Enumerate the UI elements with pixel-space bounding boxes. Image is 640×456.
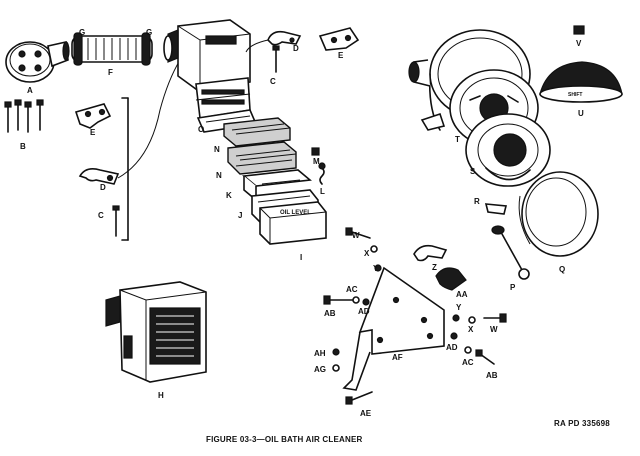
label-af: AF [392, 353, 403, 362]
label-ad-left: AD [358, 307, 370, 316]
label-n-lower: N [216, 171, 222, 180]
label-x-upper: X [364, 249, 370, 258]
label-c-upper: C [270, 77, 276, 86]
label-ab-right: AB [486, 371, 498, 380]
part-h-assembled-cleaner [105, 281, 207, 383]
label-j: J [238, 211, 242, 220]
label-l: L [320, 187, 325, 196]
part-af-bracket [342, 266, 445, 391]
part-p-wing-bolt [491, 225, 530, 280]
part-l-spring [318, 162, 326, 185]
part-z-clamp [413, 244, 448, 262]
label-k: K [226, 191, 232, 200]
label-ac-right: AC [462, 358, 474, 367]
part-y-lockwasher-upper [374, 264, 382, 272]
label-s: S [470, 167, 476, 176]
label-b: B [20, 142, 26, 151]
part-ac-washer-left [352, 296, 360, 304]
leader-line-upper [245, 39, 269, 53]
part-ac-washer-right [464, 346, 472, 354]
part-i-oil-cup: OIL LEVEL [259, 201, 327, 245]
label-v: V [576, 39, 582, 48]
part-c-screw-upper [272, 45, 280, 73]
part-ad-nut-left [362, 298, 370, 306]
part-f-hose [71, 35, 153, 63]
label-ab-left: AB [324, 309, 336, 318]
label-y-right: Y [456, 303, 462, 312]
label-g-right: G [146, 28, 152, 37]
label-u: U [578, 109, 584, 118]
part-n-filter-element-lower [227, 141, 297, 175]
part-n-filter-element-upper [223, 117, 291, 147]
part-y-lockwasher-right [452, 314, 460, 322]
part-e-clip-upper [318, 27, 360, 51]
label-p: P [510, 283, 516, 292]
part-u-cover: SHIFT [539, 61, 623, 103]
part-c-screw [112, 205, 120, 237]
label-h: H [158, 391, 164, 400]
part-x-washer-upper [370, 245, 378, 253]
part-w-bolt-upper [345, 227, 371, 239]
label-w-upper: W [352, 231, 360, 240]
label-r: R [474, 197, 480, 206]
figure-ref-number: RA PD 335698 [554, 419, 610, 428]
part-ag-washer [332, 364, 340, 372]
label-y-upper: Y [373, 264, 379, 273]
label-c-left: C [98, 211, 104, 220]
label-f: F [108, 68, 113, 77]
part-ae-bolt [345, 391, 373, 405]
label-o: O [198, 125, 204, 134]
label-i: I [300, 253, 302, 262]
part-ad-nut-right [450, 332, 458, 340]
part-w-bolt-right [483, 313, 507, 323]
part-g-hose-clamp-right [141, 32, 151, 66]
part-ab-bolt-left [323, 295, 355, 305]
part-v-wing-nut [573, 25, 585, 35]
label-a: A [27, 86, 33, 95]
figure-caption: FIGURE 03-3—OIL BATH AIR CLEANER [206, 435, 363, 444]
part-ab-bolt-right [475, 349, 495, 365]
label-ag: AG [314, 365, 326, 374]
label-z: Z [432, 263, 437, 272]
cover-marking: SHIFT [568, 92, 582, 98]
label-n-upper: N [214, 145, 220, 154]
part-x-washer-right [468, 316, 476, 324]
label-t: T [455, 135, 460, 144]
part-o-cleaner-body [163, 19, 258, 133]
label-ah: AH [314, 349, 326, 358]
part-d-clamp-upper [267, 30, 302, 46]
label-e-left: E [90, 128, 96, 137]
part-b-bolts [4, 99, 44, 133]
part-k-screen [242, 169, 312, 202]
label-m: M [313, 157, 320, 166]
part-a-elbow-cap [5, 41, 70, 83]
label-d-left: D [100, 183, 106, 192]
leader-line-d [117, 59, 181, 179]
part-ah-nut [332, 348, 340, 356]
label-g-left: G [79, 28, 85, 37]
label-x-right: X [468, 325, 474, 334]
part-aa-clamp [435, 267, 467, 291]
part-q-bowl [518, 171, 599, 257]
label-e-upper: E [338, 51, 344, 60]
part-r-clip [484, 203, 508, 215]
label-w-right: W [490, 325, 498, 334]
label-ac-left: AC [346, 285, 358, 294]
part-d-clamp [78, 168, 120, 185]
part-s-screen-plate [465, 113, 551, 187]
part-g-hose-clamp-left [73, 32, 83, 66]
label-q: Q [559, 265, 565, 274]
label-aa: AA [456, 290, 468, 299]
oil-level-marking: OIL LEVEL [280, 210, 311, 216]
label-ad-right: AD [446, 343, 458, 352]
label-d-upper: D [293, 44, 299, 53]
label-ae: AE [360, 409, 372, 418]
part-e-clip [74, 103, 112, 129]
part-m-nut [311, 147, 320, 156]
